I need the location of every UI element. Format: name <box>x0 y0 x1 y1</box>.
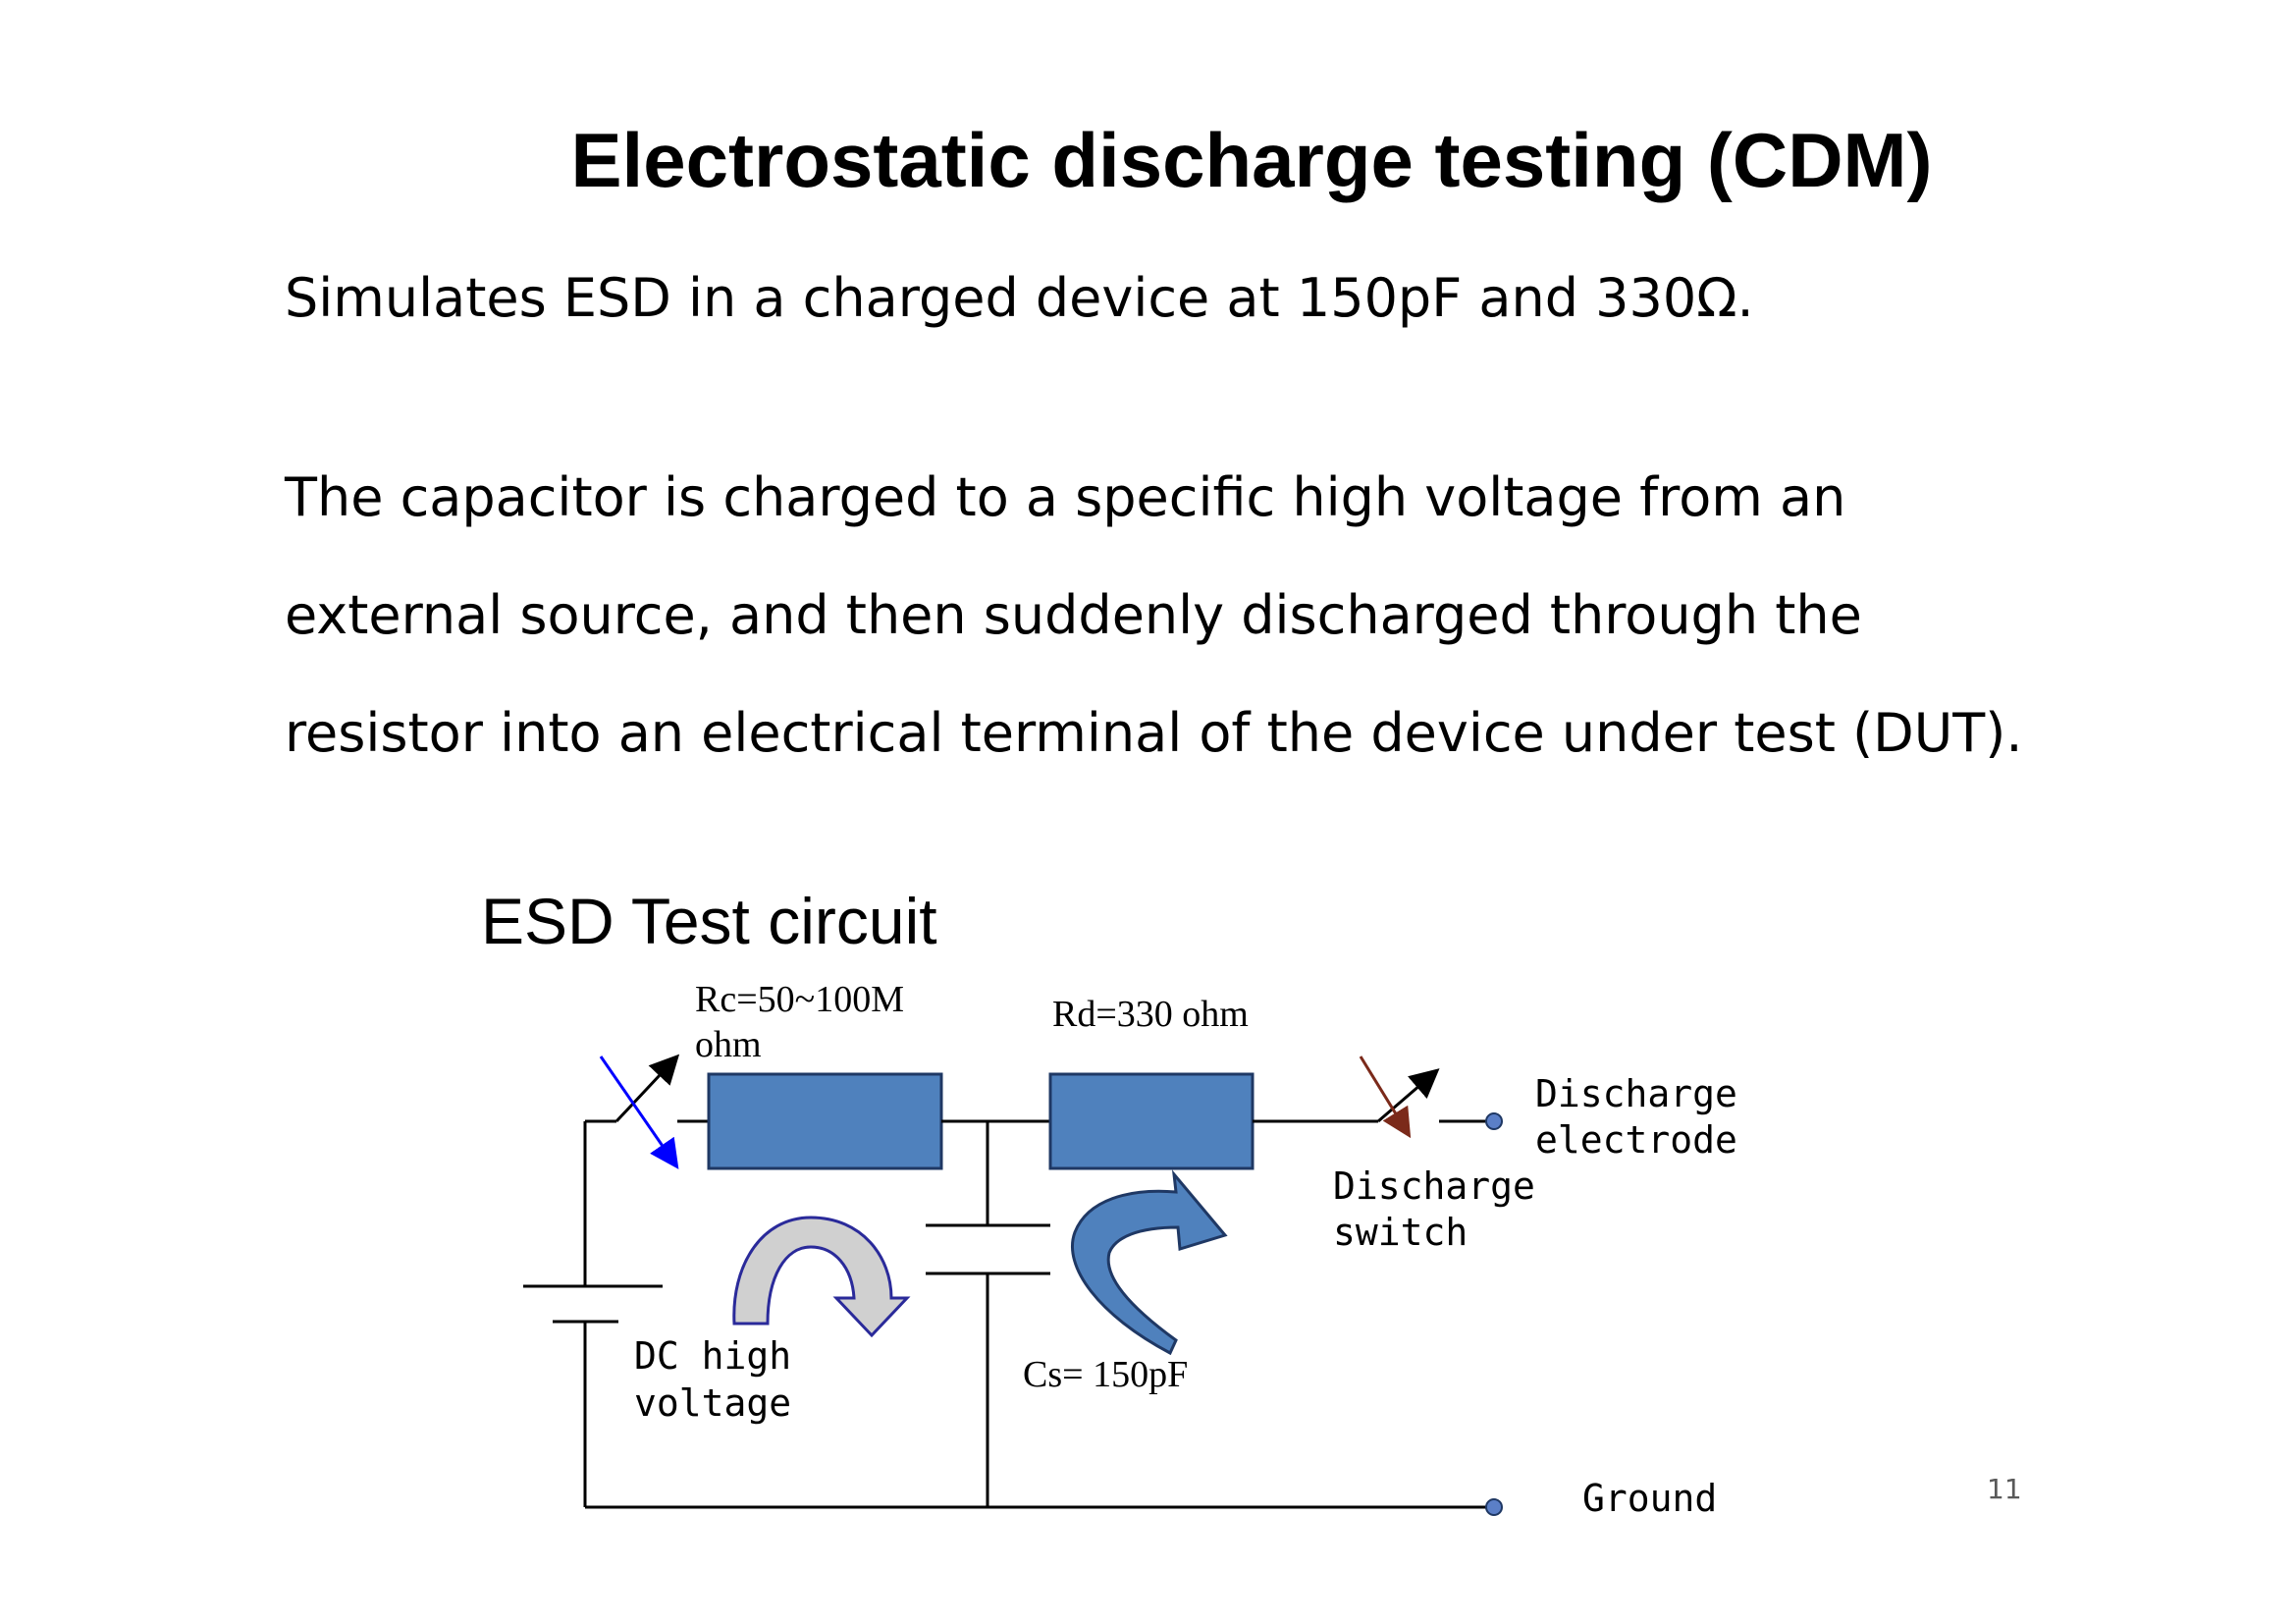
slide-title: Electrostatic discharge testing (CDM) <box>570 117 1933 203</box>
body-line-1: The capacitor is charged to a specific h… <box>285 466 1846 528</box>
charge-switch <box>599 1054 709 1169</box>
left-wire <box>583 1119 616 1507</box>
diagram-title: ESD Test circuit <box>481 885 937 957</box>
discharge-electrode-terminal <box>1485 1112 1503 1130</box>
capacitor-cs <box>926 1223 1050 1507</box>
intro-paragraph: Simulates ESD in a charged device at 150… <box>285 267 1754 329</box>
page-number: 11 <box>1987 1473 2022 1505</box>
rd-resistor <box>1048 1072 1255 1170</box>
rc-resistor <box>707 1072 943 1170</box>
dc-voltage-label-line2: voltage <box>634 1381 792 1425</box>
discharge-switch-label-line1: Discharge <box>1333 1164 1535 1208</box>
cs-label: Cs= 150pF <box>1023 1354 1189 1395</box>
discharge-current-arrow <box>1071 1169 1228 1356</box>
discharge-switch <box>1253 1056 1492 1139</box>
body-line-3: resistor into an electrical terminal of … <box>285 702 2023 764</box>
rc-label-line1: Rc=50~100M <box>695 979 904 1020</box>
ground-terminal <box>1485 1498 1503 1516</box>
dc-voltage-label-line1: DC high <box>634 1334 792 1378</box>
rd-label: Rd=330 ohm <box>1052 994 1249 1035</box>
discharge-electrode-label-line1: Discharge <box>1535 1072 1737 1115</box>
middle-wire <box>941 1119 1050 1225</box>
discharge-electrode-label-line2: electrode <box>1535 1118 1737 1162</box>
discharge-switch-label-line2: switch <box>1333 1211 1468 1254</box>
rc-label-line2: ohm <box>695 1024 762 1065</box>
charge-current-arrow <box>732 1216 911 1338</box>
ground-label: Ground <box>1582 1477 1718 1520</box>
dc-battery-symbol <box>523 1284 663 1324</box>
body-line-2: external source, and then suddenly disch… <box>285 584 1862 646</box>
